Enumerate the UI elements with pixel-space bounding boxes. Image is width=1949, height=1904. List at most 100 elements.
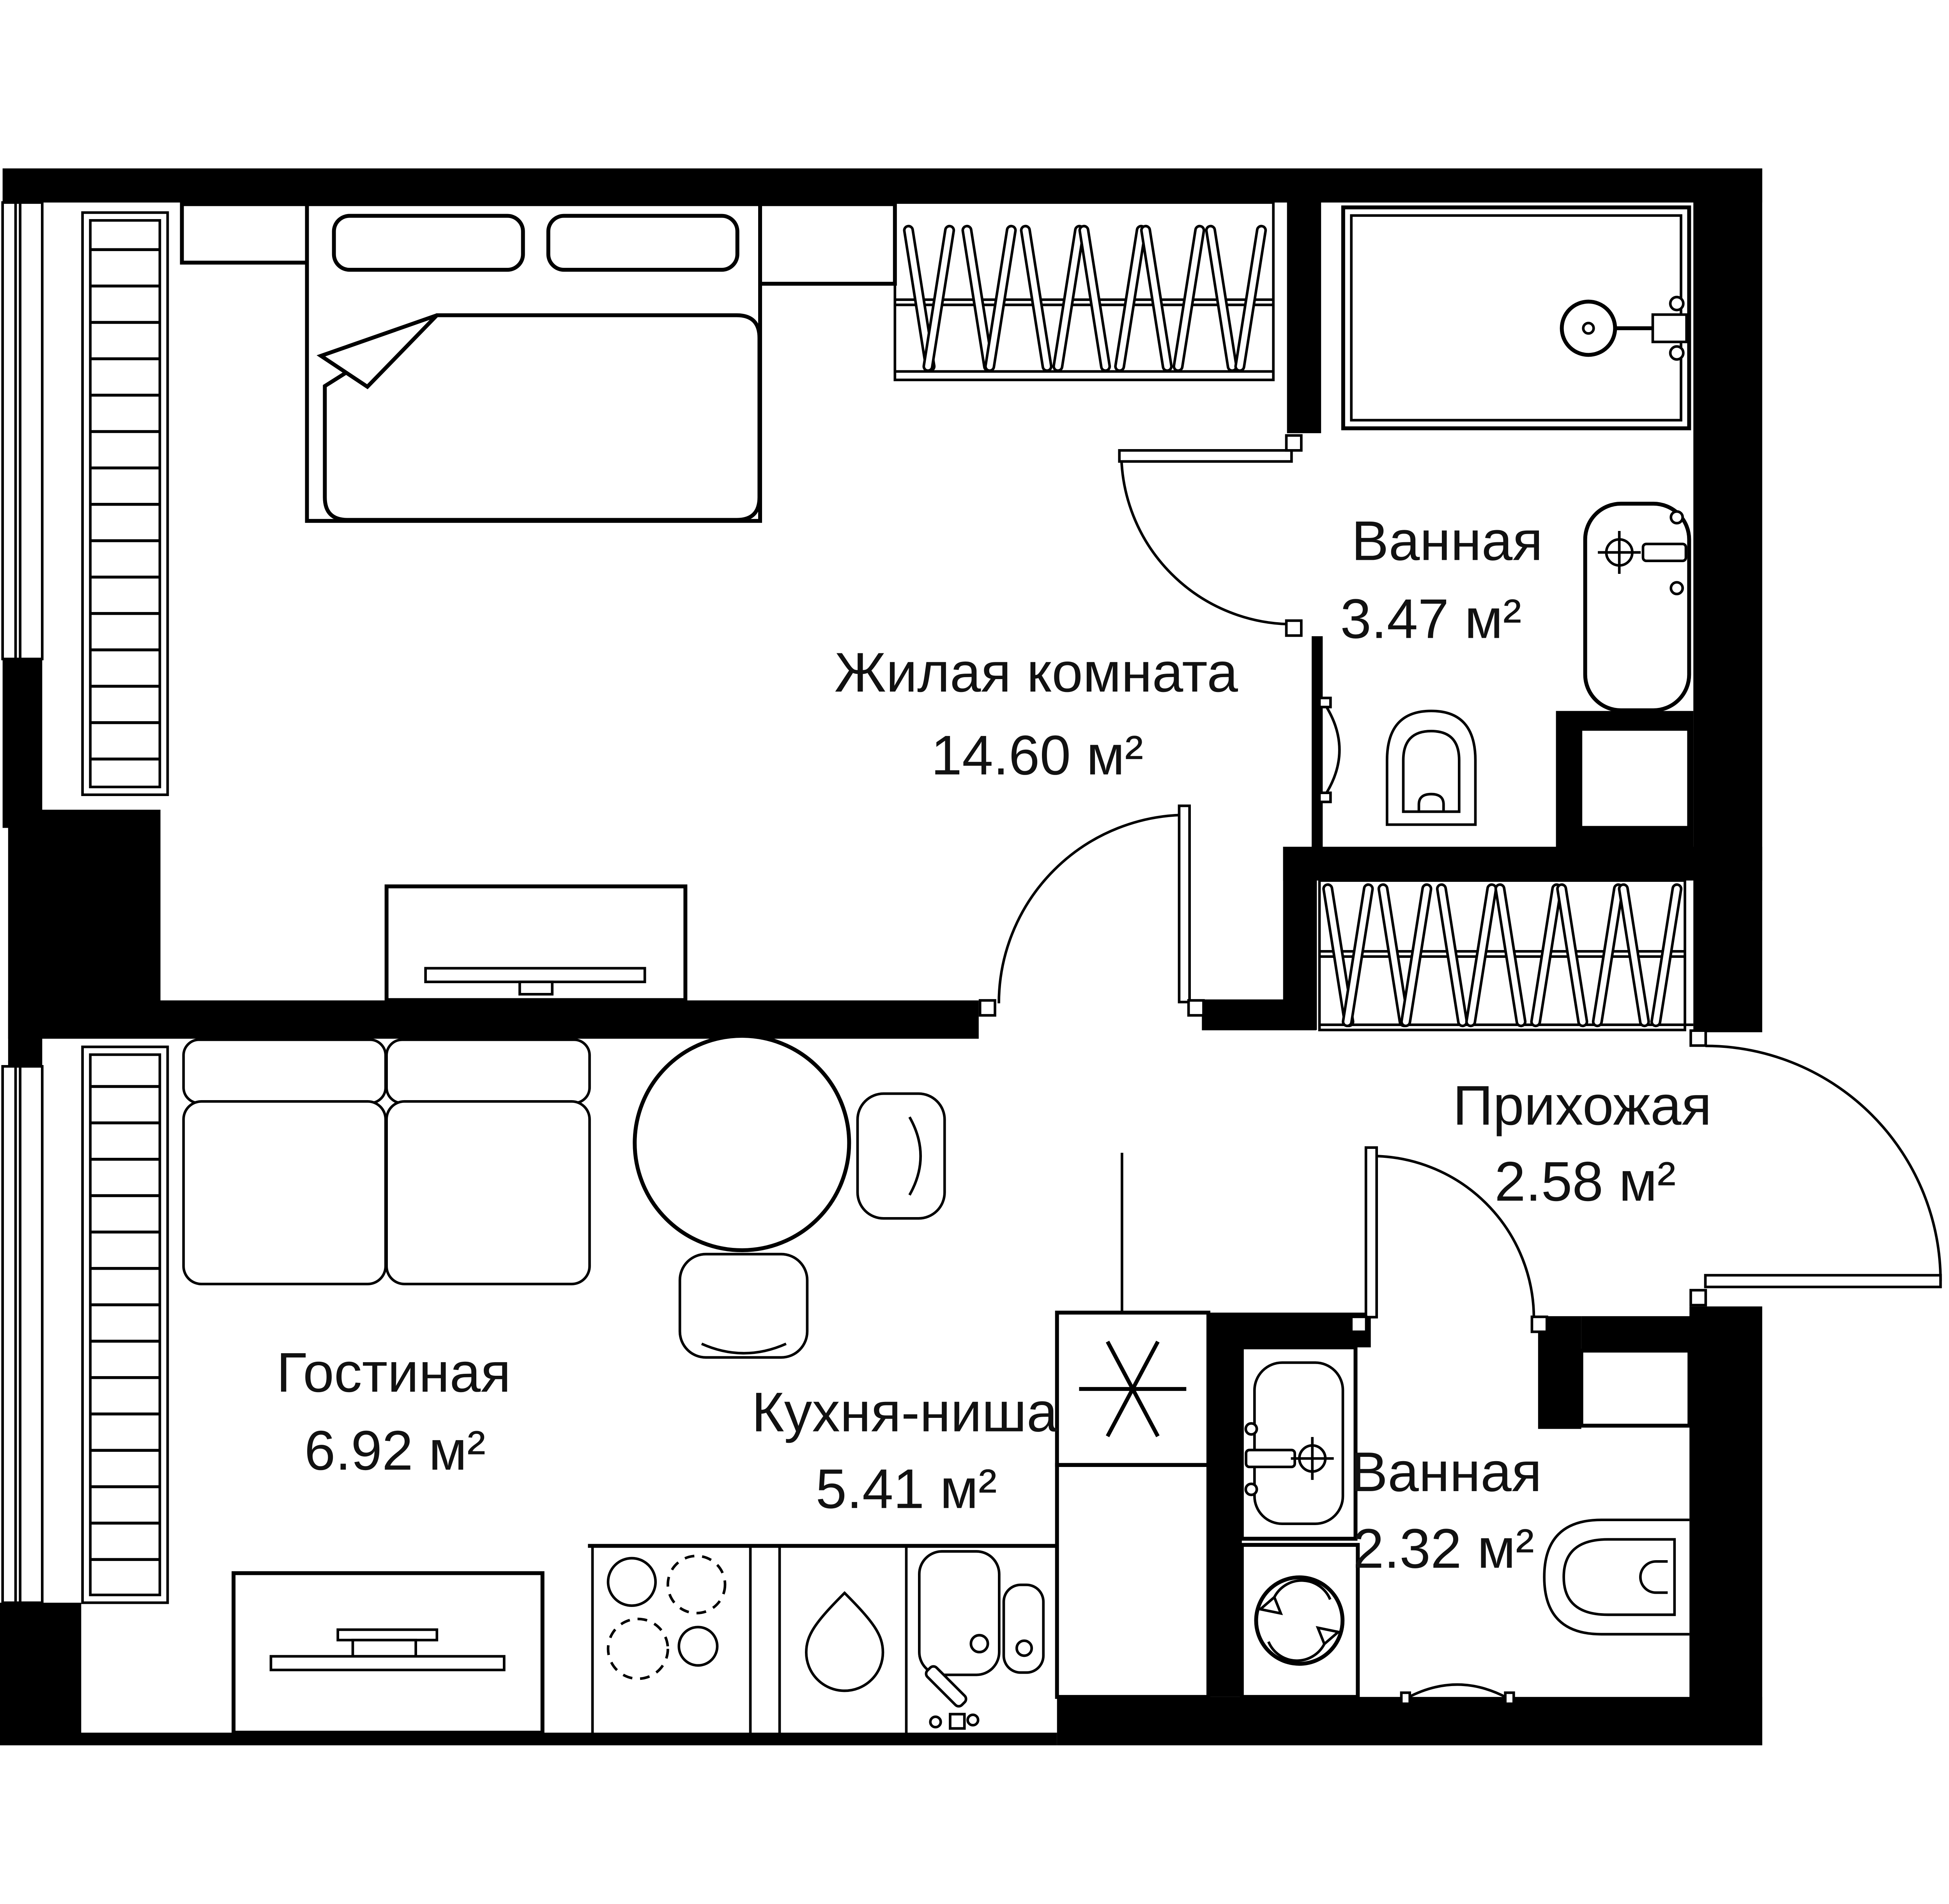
wall-above-wardrobe (1283, 847, 1762, 881)
washing-machine-drum (1254, 1575, 1345, 1666)
water-drop-icon (805, 1591, 884, 1692)
wall-bath2-top (1208, 1313, 1371, 1348)
washing-machine-arrow (1273, 1579, 1332, 1600)
door-leaf (1364, 1146, 1378, 1319)
hanger-icon (1618, 883, 1650, 1027)
hangers (1322, 883, 1683, 1027)
chair-back (908, 1116, 922, 1196)
hanger-icon (1436, 883, 1468, 1027)
window-upper (1, 201, 44, 660)
wall-duct2-top (1581, 1316, 1694, 1351)
hanger-icon (1465, 883, 1498, 1027)
bed (305, 202, 762, 523)
hanger-icon (1052, 225, 1085, 372)
dining-table (633, 1034, 851, 1252)
hanger-icon (1650, 883, 1683, 1027)
tv-icon (269, 1655, 506, 1671)
shower-tray-inner (1350, 214, 1682, 422)
room-label-bath2: Ванная 2.32 м² (1351, 1441, 1542, 1580)
door-leaf (1118, 449, 1293, 463)
wardrobe-bedroom (893, 201, 1275, 381)
windows (1, 201, 44, 1604)
toilet-flush (1639, 1560, 1668, 1594)
hanger-icon (1556, 883, 1588, 1027)
screw-icon (1670, 510, 1684, 525)
hanger-icon (984, 225, 1017, 372)
pillow-icon (546, 214, 739, 272)
sofa-back-cushion (385, 1038, 591, 1104)
washing-machine-icon (1240, 1543, 1360, 1699)
door-arc (997, 814, 1187, 1003)
room-area: 6.92 м² (304, 1419, 486, 1482)
room-label-bath1: Ванная 3.47 м² (1340, 510, 1543, 650)
tv-icon (424, 967, 646, 984)
washbasin-bath2 (1240, 1345, 1358, 1541)
door-hinge (978, 999, 996, 1017)
hanger-icon (1114, 225, 1147, 372)
toilet-bath1 (1386, 710, 1477, 826)
nightstand-left (180, 202, 309, 265)
door-hinge (1350, 1315, 1368, 1333)
tv-console-living (232, 1571, 545, 1735)
room-name: Прихожая (1453, 1074, 1712, 1137)
sink-drainboard (1002, 1584, 1045, 1674)
door-leaf (1178, 804, 1191, 1003)
wall-right-lower (1689, 1306, 1762, 1745)
bathroom-1 (1318, 205, 1691, 826)
shower-head-icon (1582, 322, 1595, 335)
stove-burner (607, 1557, 657, 1607)
door-hinge (1689, 1029, 1707, 1047)
toilet-bath2 (1543, 1518, 1690, 1636)
duvet-fold (317, 313, 439, 389)
room-area: 2.32 м² (1353, 1518, 1534, 1580)
room-area: 2.58 м² (1494, 1150, 1676, 1213)
room-area: 3.47 м² (1340, 588, 1521, 650)
shower-head-icon (1560, 299, 1617, 357)
chair (856, 1092, 946, 1220)
stove-burner (667, 1554, 727, 1615)
hanger-icon (1342, 883, 1374, 1027)
radiator-lower (81, 1046, 169, 1604)
wall-top (2, 168, 1762, 203)
entrance-door-leaf (1704, 1274, 1942, 1288)
wall-bath1-left-bottom (1312, 636, 1323, 847)
wardrobe-frame (893, 201, 1275, 381)
screw-icon (1244, 1482, 1258, 1496)
faucet-spout (1245, 1449, 1296, 1469)
room-name: Ванная (1351, 510, 1543, 572)
chair (678, 1253, 809, 1359)
wall-bath2-pier (1538, 1316, 1581, 1429)
door-arc (1371, 1155, 1535, 1319)
screw-icon (1669, 345, 1685, 361)
radiators (81, 211, 169, 1604)
bathroom-2 (1240, 1345, 1690, 1705)
kitchen-faucet-icon (925, 1665, 967, 1708)
room-labels: Жилая комната 14.60 м² Ванная 3.47 м² Го… (276, 510, 1712, 1580)
room-area: 5.41 м² (815, 1458, 997, 1520)
wall-pier-living (8, 1039, 42, 1067)
room-name: Гостиная (276, 1341, 511, 1404)
screw-icon (1669, 296, 1685, 311)
hanger-icon (1140, 225, 1173, 372)
stove-burner (677, 1626, 719, 1667)
hanger-icon (1400, 883, 1433, 1027)
wall-kitchen-column (1208, 1313, 1242, 1697)
towel-rail-icon (1325, 705, 1341, 795)
window-lower (1, 1065, 44, 1604)
hanger-icon (1078, 225, 1111, 372)
towel-rail-end (1318, 697, 1332, 708)
screw-icon (966, 1713, 980, 1727)
door-hinge (1285, 619, 1303, 637)
sofa-back-cushion (182, 1038, 387, 1104)
room-label-hall: Прихожая 2.58 м² (1453, 1074, 1712, 1213)
wall-bottom-thin (42, 1732, 1057, 1745)
toilet-flush (1417, 793, 1445, 812)
hanger-icon (1173, 225, 1205, 372)
hanger-icon (1592, 883, 1624, 1027)
sofa-seat-cushion (182, 1100, 387, 1285)
sofa-seat-cushion (385, 1100, 591, 1285)
screw-icon (1670, 581, 1684, 596)
duvet (323, 313, 762, 522)
screw-icon (1244, 1422, 1258, 1436)
